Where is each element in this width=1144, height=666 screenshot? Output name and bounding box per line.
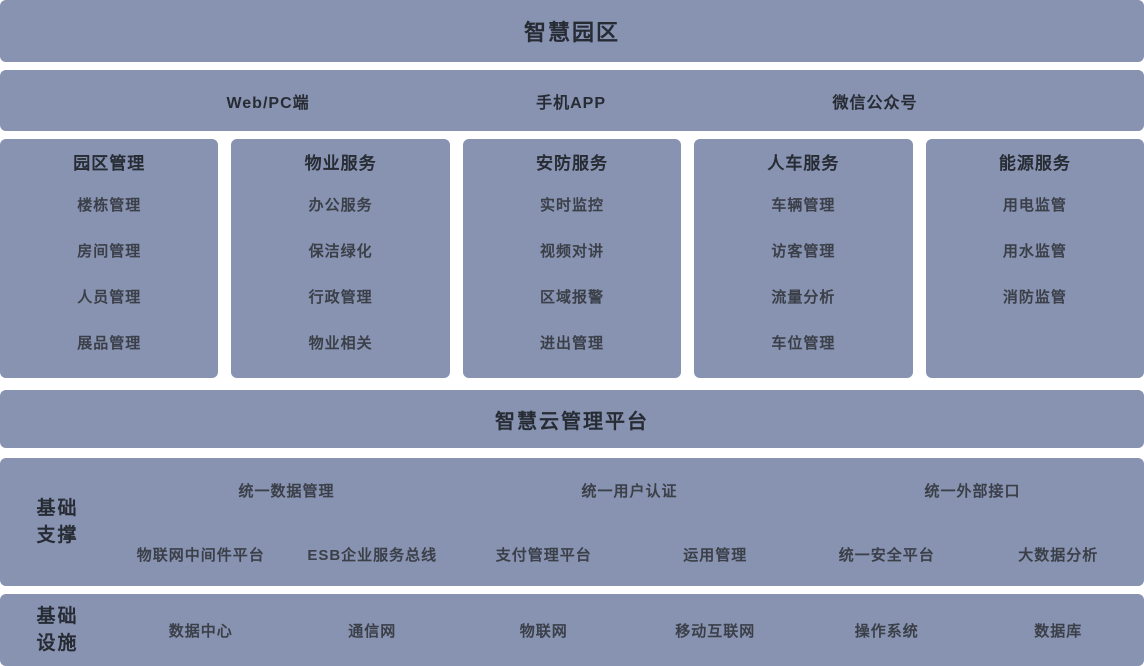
service-item: 行政管理 — [308, 288, 373, 306]
infrastructure-item: 通信网 — [348, 622, 397, 640]
service-item-list: 楼栋管理 房间管理 人员管理 展品管理 — [0, 181, 218, 365]
infrastructure-section-label: 基础 设施 — [0, 594, 115, 666]
infrastructure-label-line-1: 基础 — [36, 606, 79, 627]
service-item: 车辆管理 — [771, 196, 836, 214]
service-item: 物业相关 — [308, 334, 373, 352]
service-column-people-vehicle-service: 人车服务 车辆管理 访客管理 流量分析 车位管理 — [694, 139, 913, 378]
service-item: 用水监管 — [1002, 242, 1067, 260]
service-item: 进出管理 — [540, 334, 605, 352]
infrastructure-row: 数据中心 通信网 物联网 移动互联网 操作系统 数据库 — [115, 594, 1144, 666]
service-item: 流量分析 — [771, 288, 836, 306]
infrastructure-label-line-2: 设施 — [36, 633, 79, 654]
infrastructure-item: 操作系统 — [854, 622, 919, 640]
support-item: 支付管理平台 — [495, 546, 592, 564]
infrastructure-item: 移动互联网 — [675, 622, 756, 640]
support-section: 基础 支撑 统一数据管理 统一用户认证 统一外部接口 物联网中间件平台 ESB企… — [0, 458, 1144, 586]
channel-item-mobile-app: 手机APP — [536, 94, 607, 112]
support-section-content: 统一数据管理 统一用户认证 统一外部接口 物联网中间件平台 ESB企业服务总线 … — [115, 458, 1144, 586]
service-item: 楼栋管理 — [77, 196, 142, 214]
service-item: 用电监管 — [1002, 196, 1067, 214]
infrastructure-item: 物联网 — [519, 622, 568, 640]
infrastructure-item: 数据中心 — [168, 622, 233, 640]
service-item: 房间管理 — [77, 242, 142, 260]
top-banner: 智慧园区 — [0, 0, 1144, 62]
service-item: 展品管理 — [77, 334, 142, 352]
service-item: 办公服务 — [308, 196, 373, 214]
service-item: 区域报警 — [540, 288, 605, 306]
channel-item-wechat: 微信公众号 — [832, 94, 918, 112]
service-item: 视频对讲 — [540, 242, 605, 260]
service-item-list: 实时监控 视频对讲 区域报警 进出管理 — [463, 181, 681, 365]
channel-item-web-pc: Web/PC端 — [226, 94, 310, 112]
support-item: 统一安全平台 — [838, 546, 935, 564]
service-column-security-service: 安防服务 实时监控 视频对讲 区域报警 进出管理 — [462, 139, 682, 378]
service-column-title: 人车服务 — [767, 153, 840, 173]
service-item-list: 用电监管 用水监管 消防监管 — [926, 181, 1144, 319]
service-column-energy-service: 能源服务 用电监管 用水监管 消防监管 — [925, 139, 1144, 378]
infrastructure-section-content: 数据中心 通信网 物联网 移动互联网 操作系统 数据库 — [115, 594, 1144, 666]
support-row-1: 统一数据管理 统一用户认证 统一外部接口 — [115, 458, 1144, 522]
service-item-list: 车辆管理 访客管理 流量分析 车位管理 — [694, 181, 912, 365]
service-item: 访客管理 — [771, 242, 836, 260]
support-item: 大数据分析 — [1018, 546, 1099, 564]
infrastructure-section: 基础 设施 数据中心 通信网 物联网 移动互联网 操作系统 数据库 — [0, 594, 1144, 666]
support-item: 运用管理 — [683, 546, 748, 564]
infrastructure-item: 数据库 — [1034, 622, 1083, 640]
service-column-title: 物业服务 — [304, 153, 377, 173]
service-item-list: 办公服务 保洁绿化 行政管理 物业相关 — [231, 181, 449, 365]
support-item: 统一用户认证 — [581, 482, 678, 500]
support-item: ESB企业服务总线 — [307, 546, 438, 564]
support-item: 统一外部接口 — [924, 482, 1021, 500]
platform-banner: 智慧云管理平台 — [0, 390, 1144, 448]
support-section-label: 基础 支撑 — [0, 458, 115, 586]
service-item: 实时监控 — [540, 196, 605, 214]
support-row-2: 物联网中间件平台 ESB企业服务总线 支付管理平台 运用管理 统一安全平台 大数… — [115, 522, 1144, 586]
service-column-property-service: 物业服务 办公服务 保洁绿化 行政管理 物业相关 — [231, 139, 450, 378]
support-label-line-2: 支撑 — [36, 525, 79, 546]
service-column-park-management: 园区管理 楼栋管理 房间管理 人员管理 展品管理 — [0, 139, 219, 378]
service-item: 消防监管 — [1002, 288, 1067, 306]
service-column-title: 安防服务 — [536, 153, 609, 173]
channels-banner: Web/PC端 手机APP 微信公众号 — [0, 70, 1144, 131]
service-item: 保洁绿化 — [308, 242, 373, 260]
support-label-line-1: 基础 — [36, 498, 79, 519]
service-column-title: 能源服务 — [998, 153, 1071, 173]
page-title: 智慧园区 — [523, 20, 620, 45]
service-columns-row: 园区管理 楼栋管理 房间管理 人员管理 展品管理 物业服务 办公服务 保洁绿化 … — [0, 139, 1144, 378]
support-item: 统一数据管理 — [238, 482, 335, 500]
service-column-title: 园区管理 — [73, 153, 146, 173]
service-item: 车位管理 — [771, 334, 836, 352]
platform-title: 智慧云管理平台 — [495, 410, 649, 433]
service-item: 人员管理 — [77, 288, 142, 306]
support-item: 物联网中间件平台 — [136, 546, 265, 564]
